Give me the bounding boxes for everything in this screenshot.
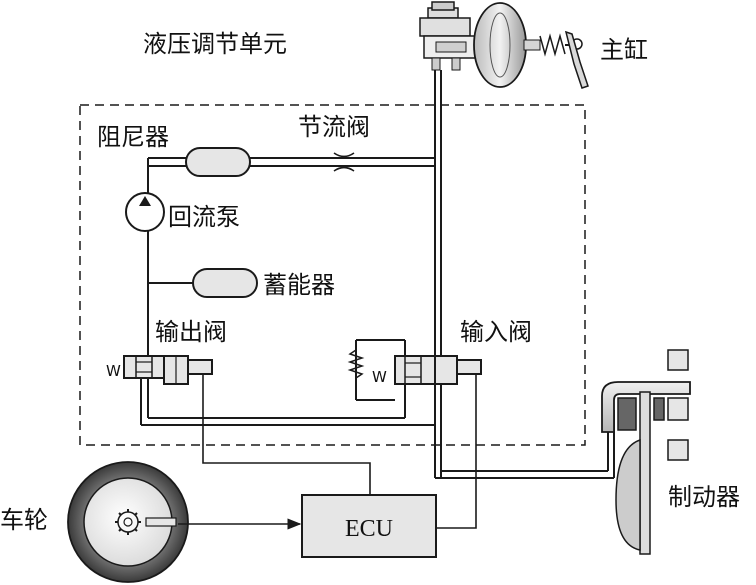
inlet-valve-label: 输入阀 xyxy=(460,318,532,346)
hydraulic-lines xyxy=(140,70,615,479)
brake-label: 制动器 xyxy=(668,483,740,511)
outlet-valve-label: 输出阀 xyxy=(155,318,227,346)
outlet-valve-solenoid-mark: W xyxy=(106,362,121,380)
master-cylinder-label: 主缸 xyxy=(600,36,648,64)
outlet-valve-icon xyxy=(123,355,213,385)
hydraulic-unit-boundary xyxy=(79,104,586,446)
return-pump-icon xyxy=(125,192,165,232)
ecu-box xyxy=(301,494,437,558)
throttle-valve-label: 节流阀 xyxy=(298,113,370,141)
wheel-icon xyxy=(67,461,189,583)
return-pump-label: 回流泵 xyxy=(168,203,240,231)
accumulator-label: 蓄能器 xyxy=(263,271,335,299)
wheel-label: 车轮 xyxy=(0,506,48,534)
damper-icon xyxy=(185,147,251,177)
hydraulic-unit-title: 液压调节单元 xyxy=(143,30,287,58)
damper-label: 阻尼器 xyxy=(97,123,169,151)
ecu-label: ECU xyxy=(345,516,393,542)
control-lines xyxy=(202,374,477,529)
inlet-valve-solenoid-mark: W xyxy=(372,368,387,386)
accumulator-icon xyxy=(192,268,258,298)
brake-icon xyxy=(601,349,691,555)
inlet-valve-icon xyxy=(347,349,482,385)
master-cylinder-icon xyxy=(419,1,589,89)
throttle-valve-icon xyxy=(333,152,355,172)
